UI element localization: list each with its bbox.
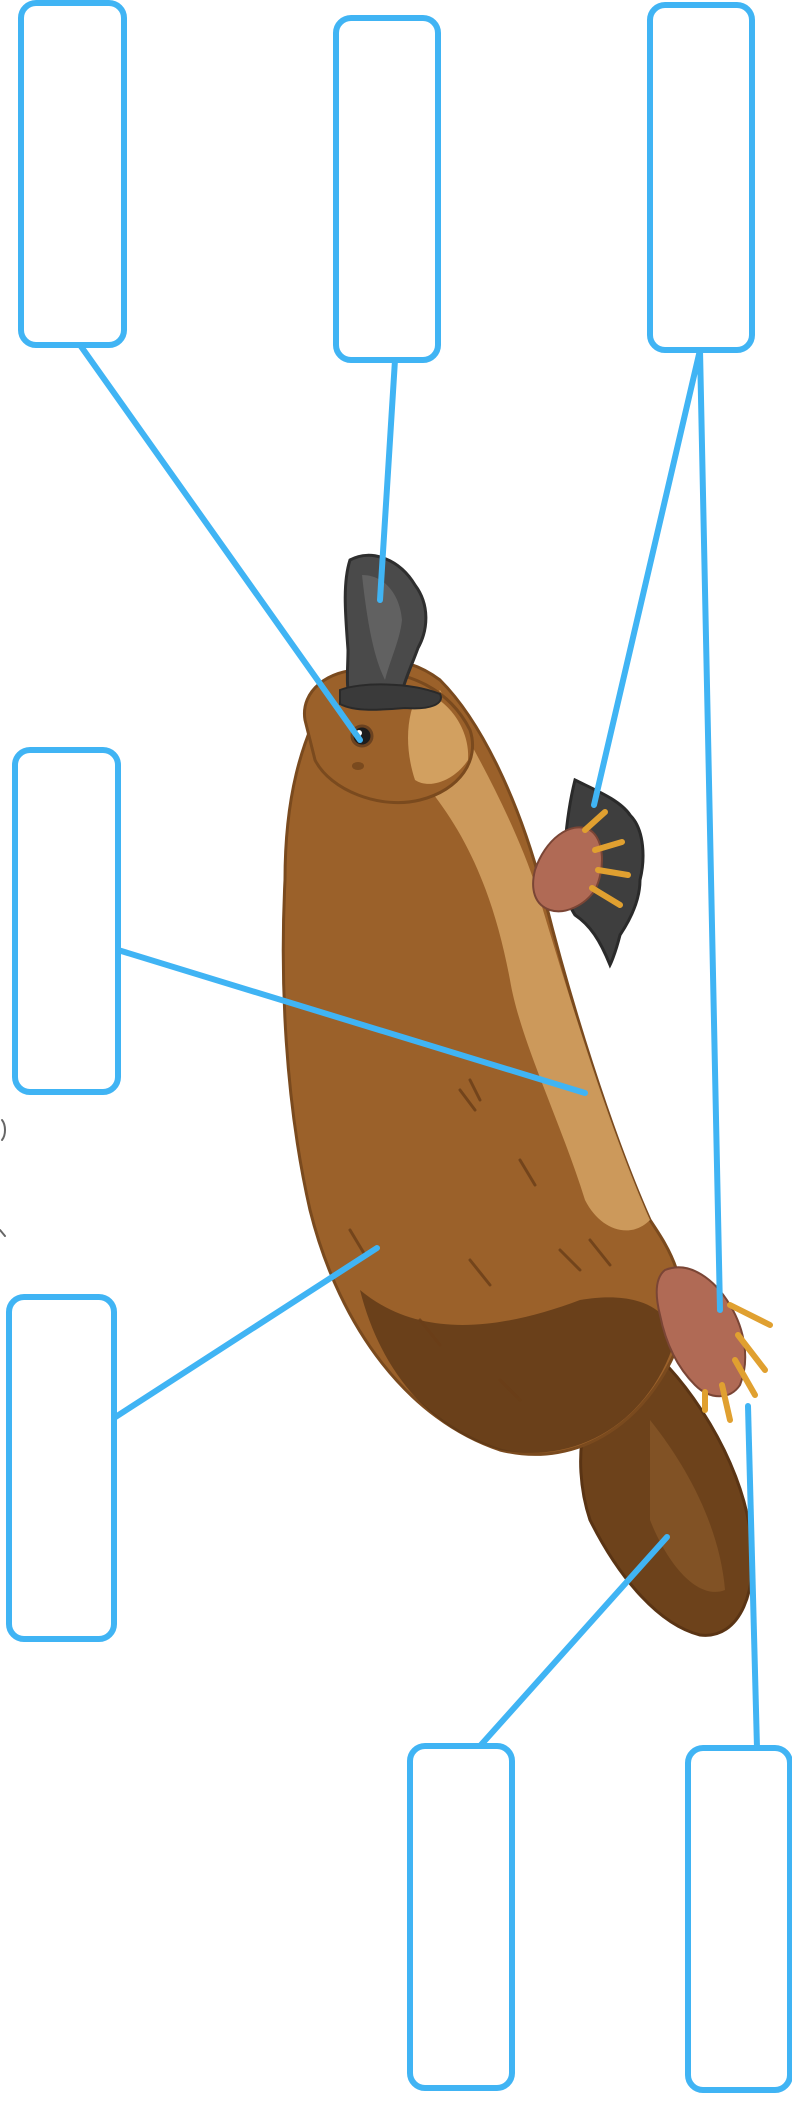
label-box-fur[interactable]: [9, 1297, 114, 1639]
label-box-belly[interactable]: [15, 750, 118, 1092]
label-box-eye[interactable]: [21, 3, 124, 345]
label-box-claws[interactable]: [688, 1748, 790, 2090]
platypus-illustration: [283, 555, 770, 1635]
label-box-bill[interactable]: [336, 18, 438, 360]
leader-tail: [480, 1537, 667, 1746]
leader-eye: [80, 345, 360, 740]
label-box-feet[interactable]: [650, 5, 752, 350]
leader-fur: [114, 1248, 377, 1418]
leader-front-foot: [594, 350, 700, 805]
label-box-tail[interactable]: [410, 1746, 512, 2088]
nostril-spot: [352, 762, 364, 770]
stray-marks: [0, 1120, 5, 1236]
leader-hind-foot: [700, 350, 720, 1310]
